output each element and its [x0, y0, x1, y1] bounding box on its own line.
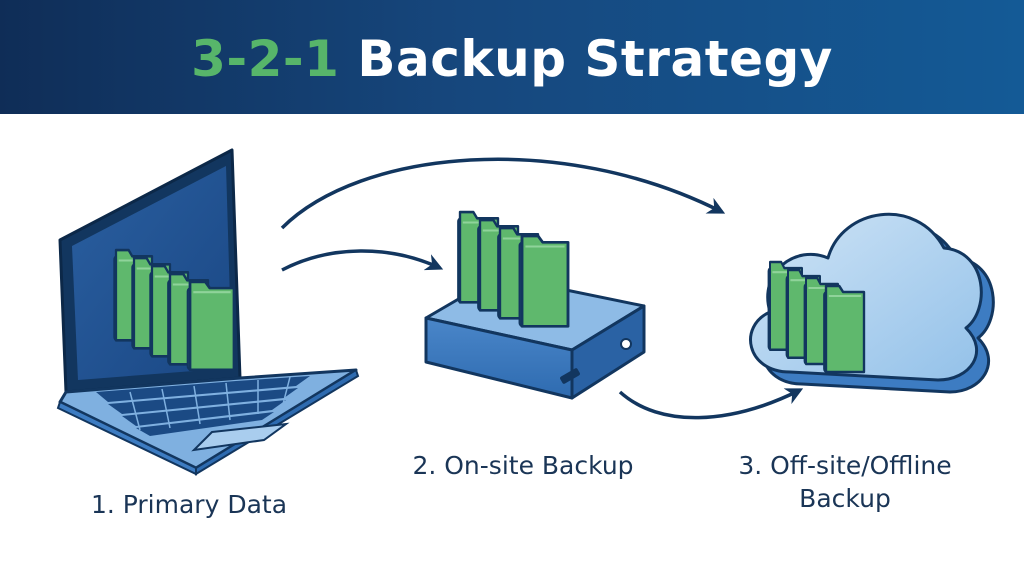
- arrow-icon: [280, 157, 726, 230]
- laptop-icon: [56, 148, 360, 476]
- cloud-icon: [749, 212, 995, 394]
- offsite-label-line1: 3. Off-site/Offline: [738, 451, 952, 480]
- diagram-canvas: [56, 148, 995, 476]
- offsite-label-line2: Backup: [799, 484, 891, 513]
- onsite-backup-label: 2. On-site Backup: [412, 451, 634, 480]
- title-accent: 3-2-1: [191, 30, 340, 88]
- drive-icon: [424, 210, 646, 400]
- title-banner: 3-2-1 Backup Strategy: [0, 0, 1024, 114]
- arrow-icon: [281, 249, 444, 272]
- title-rest: Backup Strategy: [339, 30, 833, 88]
- offsite-backup-label: 3. Off-site/Offline Backup: [700, 449, 990, 515]
- primary-data-label: 1. Primary Data: [90, 490, 288, 519]
- page-title: 3-2-1 Backup Strategy: [191, 30, 833, 88]
- arrow-icon: [618, 388, 804, 420]
